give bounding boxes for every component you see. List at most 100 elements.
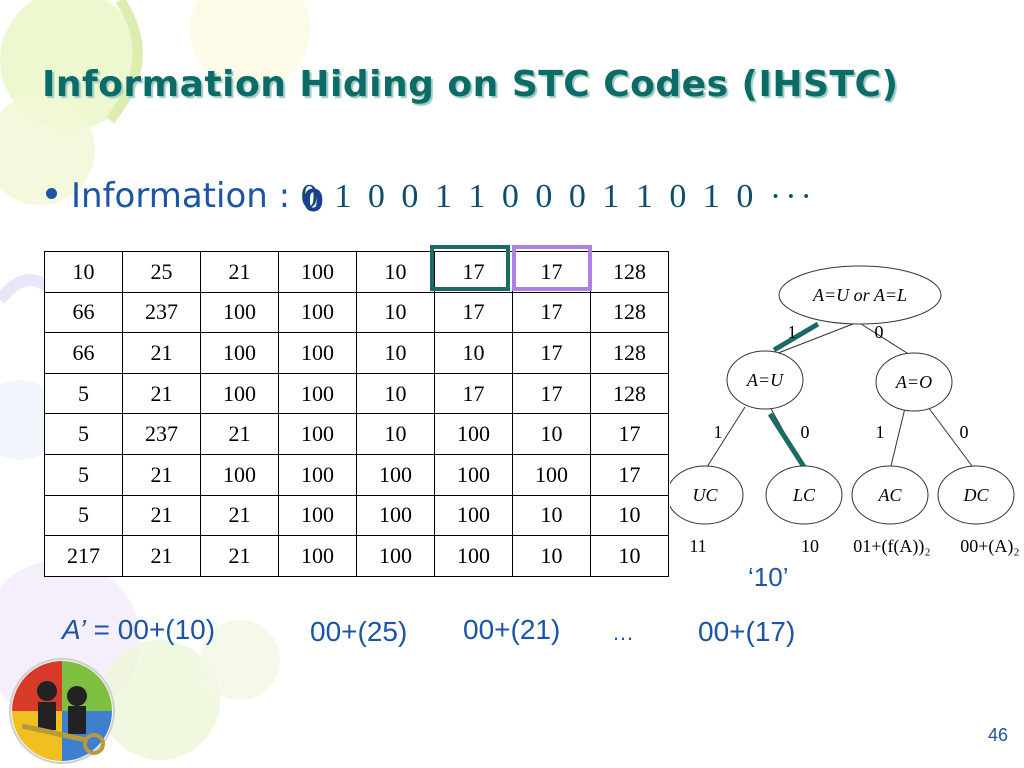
table-cell: 10 xyxy=(590,494,669,537)
tree-node-left xyxy=(726,350,804,410)
table-cell: 10 xyxy=(356,251,435,293)
expr-ellipsis: … xyxy=(612,620,634,645)
table-cell: 66 xyxy=(44,332,123,374)
table-cell: 237 xyxy=(122,291,201,334)
table-cell: 128 xyxy=(590,291,669,334)
tree-edge-root-left xyxy=(767,321,859,358)
table-cell: 100 xyxy=(200,453,279,496)
table-cell: 21 xyxy=(122,535,201,577)
table-cell: 17 xyxy=(434,291,513,334)
table-cell: 66 xyxy=(44,291,123,334)
table-cell: 128 xyxy=(590,251,669,293)
expr-25: 00+(25) xyxy=(310,616,408,647)
table-cell: 100 xyxy=(356,453,435,496)
information-bits-rest: 1 0 0 1 1 0 0 0 1 1 0 1 0 ··· xyxy=(321,178,816,215)
table-cell: 5 xyxy=(44,413,123,455)
table-cell: 100 xyxy=(278,453,357,496)
leaf-code-uc: 11 xyxy=(689,536,706,556)
tree-node-left-label: A=U xyxy=(746,370,784,390)
table-cell: 10 xyxy=(512,494,591,537)
tree-edge-left-uc xyxy=(704,406,746,471)
table-cell: 237 xyxy=(122,413,201,455)
table-cell: 100 xyxy=(512,453,591,496)
table-cell: 10 xyxy=(512,413,591,455)
table-cell: 10 xyxy=(44,251,123,293)
tree-leaf-dc xyxy=(937,465,1015,525)
table-cell: 100 xyxy=(278,251,357,293)
table-cell: 5 xyxy=(44,453,123,496)
leaf-code-ac: 01+(f(A))₂ xyxy=(853,536,930,557)
table-cell: 100 xyxy=(434,535,513,577)
table-cell: 10 xyxy=(356,372,435,415)
a-prime-symbol: A’ xyxy=(62,614,86,645)
table-cell: 128 xyxy=(590,372,669,415)
lab-logo-icon xyxy=(9,658,115,764)
table-cell: 217 xyxy=(44,535,123,577)
table-cell: 128 xyxy=(590,332,669,374)
table-cell: 100 xyxy=(356,494,435,537)
table-cell: 21 xyxy=(122,372,201,415)
expr-17: 00+(17) xyxy=(698,616,796,647)
table-cell: 100 xyxy=(278,535,357,577)
table-cell: 100 xyxy=(434,413,513,455)
tree-leaf-uc xyxy=(670,465,744,525)
table-cell: 10 xyxy=(356,413,435,455)
page-number: 46 xyxy=(988,725,1009,745)
tree-leaf-dc-label: DC xyxy=(962,485,989,505)
edge-label: 1 xyxy=(714,422,723,442)
table-cell: 5 xyxy=(44,372,123,415)
code-tree: A=U or A=L A=U A=O UC LC AC DC 1 0 1 0 1… xyxy=(670,265,1020,557)
edge-label: 0 xyxy=(875,322,884,342)
table-cell: 100 xyxy=(200,332,279,374)
tree-path-highlight-1 xyxy=(772,321,820,353)
selected-code-label: ‘10’ xyxy=(748,562,789,592)
table-cell: 100 xyxy=(278,372,357,415)
table-cell: 17 xyxy=(434,372,513,415)
tree-edge-right-dc xyxy=(927,406,976,471)
tree-node-right-label: A=O xyxy=(895,372,932,392)
table-cell: 17 xyxy=(434,251,513,293)
expr-21: 00+(21) xyxy=(463,614,561,645)
edge-label: 1 xyxy=(788,322,797,342)
tree-leaf-ac-label: AC xyxy=(877,485,902,505)
table-cell: 17 xyxy=(512,332,591,374)
bullet-dot-icon xyxy=(46,188,57,199)
edge-label: 1 xyxy=(876,422,885,442)
table-cell: 21 xyxy=(200,494,279,537)
highlight-box-teal xyxy=(430,245,510,291)
table-cell: 10 xyxy=(590,535,669,577)
tree-node-right xyxy=(875,352,953,412)
information-first-bit-overlay: 0 xyxy=(302,184,324,219)
table-cell: 17 xyxy=(512,251,591,293)
table-cell: 21 xyxy=(200,251,279,293)
leaf-code-dc: 00+(A)₂ xyxy=(960,536,1019,557)
edge-label: 0 xyxy=(960,422,969,442)
tree-leaf-uc-label: UC xyxy=(692,485,718,505)
tree-node-root-label: A=U or A=L xyxy=(812,285,907,305)
table-cell: 10 xyxy=(356,291,435,334)
leaf-code-lc: 10 xyxy=(801,536,819,556)
a-prime-equals-expr: = 00+(10) xyxy=(85,614,216,645)
table-cell: 100 xyxy=(200,291,279,334)
highlight-box-purple xyxy=(512,245,592,291)
a-prime-expression: A’ = 00+(10) xyxy=(62,614,215,646)
table-cell: 100 xyxy=(278,332,357,374)
table-cell: 21 xyxy=(122,453,201,496)
slide-title: Information Hiding on STC Codes (IHSTC) xyxy=(42,64,899,105)
table-cell: 100 xyxy=(278,494,357,537)
tree-node-root xyxy=(778,265,942,325)
table-cell: 100 xyxy=(278,291,357,334)
tree-leaf-lc xyxy=(765,465,843,525)
information-label: Information : xyxy=(71,176,301,216)
table-cell: 21 xyxy=(200,413,279,455)
table-cell: 17 xyxy=(512,291,591,334)
